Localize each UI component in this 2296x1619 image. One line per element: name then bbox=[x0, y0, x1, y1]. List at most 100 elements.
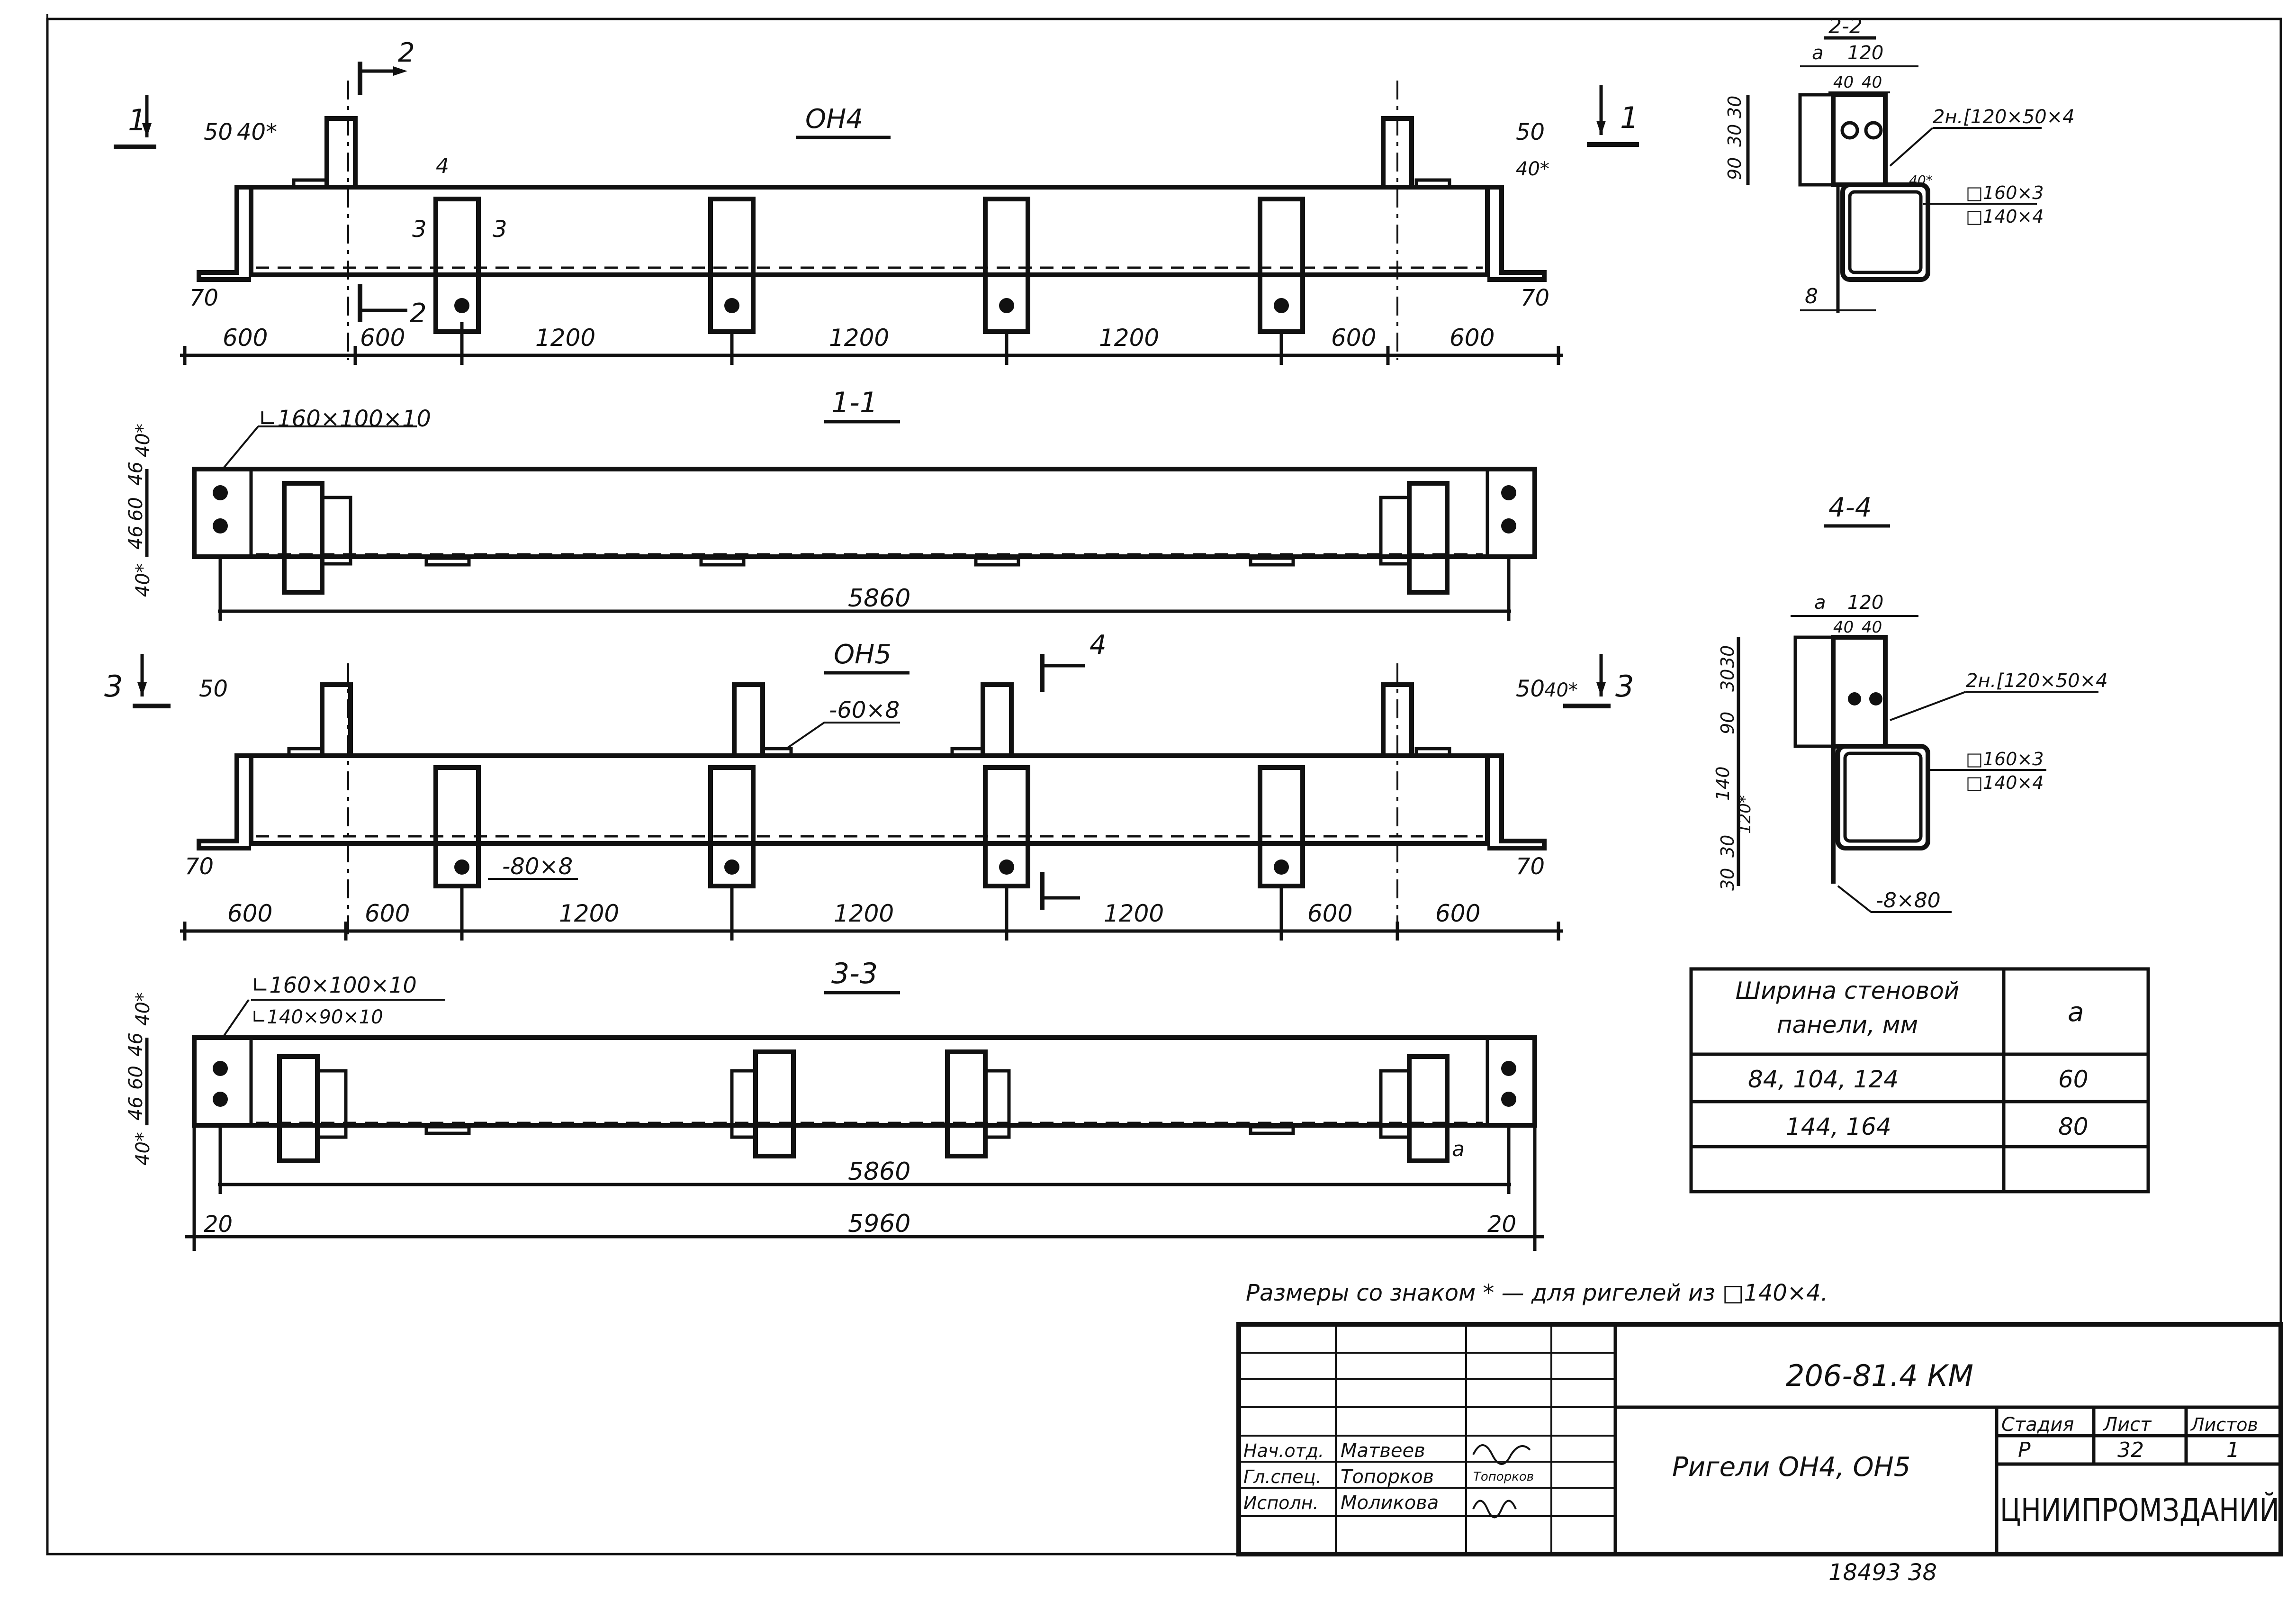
sig-role-2: Гл.спец. bbox=[1243, 1466, 1322, 1487]
on5-dim-2: 600 bbox=[365, 900, 410, 927]
on4-beam bbox=[249, 185, 1490, 277]
s22-tube1-label: □160×3 bbox=[1966, 182, 2044, 203]
s44-tube1-label: □160×3 bbox=[1966, 749, 2044, 769]
s11-vdim-5: 40* bbox=[132, 563, 154, 597]
on4-dim-1: 600 bbox=[223, 324, 268, 352]
s33-vdim-3: 60 bbox=[125, 1066, 147, 1090]
drawing-code: 206-81.4 КМ bbox=[1786, 1358, 1973, 1393]
on5-right-bracket bbox=[1487, 753, 1547, 850]
on5-dim-1: 600 bbox=[227, 900, 272, 927]
s22-star: 40* bbox=[1909, 172, 1933, 188]
s11-plate-left bbox=[282, 481, 324, 595]
on4-title: ОН4 bbox=[805, 104, 863, 135]
s44-vdim-2: 30 bbox=[1717, 669, 1738, 692]
s33-angle1-label: ∟160×100×10 bbox=[251, 972, 417, 998]
on5-dim-5: 1200 bbox=[1104, 900, 1164, 927]
sheets-label: Листов bbox=[2190, 1414, 2258, 1435]
on4-dim-3: 1200 bbox=[535, 324, 595, 352]
sig-role-3: Исполн. bbox=[1243, 1492, 1319, 1513]
s22-width: 120 bbox=[1847, 42, 1883, 64]
s33-vdim-1: 40* bbox=[132, 992, 154, 1026]
on5-dim-6: 600 bbox=[1307, 900, 1352, 927]
section-1-right-label: 1 bbox=[1620, 100, 1639, 135]
s33-vdim-2: 46 bbox=[125, 1032, 147, 1057]
view-on4: ОН4 1 1 2 2 4 3 3 bbox=[114, 37, 1639, 365]
on4-mark-3-left: 3 bbox=[412, 216, 427, 243]
s44-w-1: 40 bbox=[1833, 618, 1854, 637]
s22-tube2-label: □140×4 bbox=[1966, 206, 2044, 227]
s11-vdim-4: 46 bbox=[125, 525, 147, 550]
on4-dim-5: 1200 bbox=[1099, 324, 1159, 352]
s44-title: 4-4 bbox=[1828, 492, 1872, 523]
s33-vdim-5: 40* bbox=[132, 1132, 154, 1166]
view-on5: ОН5 3 3 4 -60×8 -80×8 50 50 40* 70 bbox=[104, 630, 1634, 941]
s44-plate-label: -8×80 bbox=[1876, 888, 1941, 913]
title-block: 206-81.4 КМ Ригели ОН4, ОН5 Стадия Лист … bbox=[1236, 1322, 2283, 1556]
s44-vdim-4: 140 bbox=[1712, 766, 1733, 801]
s33-total: 5960 bbox=[848, 1210, 910, 1238]
view-section-4-4: 4-4 a 120 40 40 2н.[120×50×4 □160×3 □140… bbox=[1712, 492, 2108, 913]
view-section-3-3: 3-3 ∟160×100×10 ∟140×90×10 a 5860 5960 2… bbox=[125, 957, 1544, 1251]
on5-beam bbox=[249, 753, 1490, 846]
s33-edge-right: 20 bbox=[1487, 1211, 1516, 1238]
s22-vdim-2: 30 bbox=[1724, 124, 1745, 147]
section-2-bottom-label: 2 bbox=[410, 298, 427, 329]
on5-plate-top-label: -60×8 bbox=[829, 697, 900, 724]
s33-a-label: a bbox=[1452, 1137, 1465, 1161]
table-row1-a: 60 bbox=[2058, 1066, 2089, 1093]
s44-tube2-label: □140×4 bbox=[1966, 772, 2044, 793]
on4-left-bracket bbox=[197, 185, 251, 282]
dimension-note: Размеры со знаком * — для ригелей из □14… bbox=[1246, 1280, 1828, 1306]
s22-tube bbox=[1840, 182, 1930, 282]
s22-a: a bbox=[1812, 42, 1824, 64]
s44-channel-label: 2н.[120×50×4 bbox=[1966, 670, 2108, 692]
stage-value: Р bbox=[2018, 1438, 2031, 1462]
section-4-top-label: 4 bbox=[1089, 630, 1107, 660]
table-header-panel-width: Ширина стеновой панели, мм bbox=[1735, 977, 1960, 1039]
s11-angle-label: ∟160×100×10 bbox=[258, 406, 431, 432]
on4-dim-70-left: 70 bbox=[189, 285, 218, 311]
sheet-frame bbox=[46, 18, 2282, 1556]
s22-bottom-dim: 8 bbox=[1805, 284, 1818, 308]
section-3-left-label: 3 bbox=[104, 669, 123, 704]
signature-scribble-1 bbox=[1472, 1444, 1531, 1465]
s11-plate-right bbox=[1407, 481, 1450, 595]
view-section-2-2: 2-2 a 120 40 40 2н.[120×50×4 □160×3 □140… bbox=[1724, 14, 2075, 313]
s33-length: 5860 bbox=[848, 1158, 910, 1186]
table-row2-a: 80 bbox=[2058, 1113, 2089, 1140]
sig-role-1: Нач.отд. bbox=[1243, 1440, 1324, 1461]
s44-vdim-6: 30 bbox=[1717, 835, 1738, 858]
s11-vdim-3: 60 bbox=[125, 497, 147, 521]
s11-vdim-2: 46 bbox=[125, 461, 147, 486]
s44-vdim-7: 30 bbox=[1717, 868, 1738, 891]
view-section-1-1: 1-1 ∟160×100×10 5860 40* 46 60 46 40* bbox=[125, 386, 1537, 621]
on5-dim-70-right: 70 bbox=[1516, 853, 1545, 880]
sig-name-3: Моликова bbox=[1341, 1492, 1439, 1514]
sheets-value: 1 bbox=[2226, 1438, 2240, 1462]
on5-dim-50-right: 50 bbox=[1516, 676, 1545, 702]
on4-dim-40-left: 40* bbox=[237, 119, 277, 145]
on4-dim-40-right: 40* bbox=[1516, 158, 1549, 180]
s11-title: 1-1 bbox=[831, 386, 878, 419]
s33-beam bbox=[192, 1035, 1537, 1128]
on4-mark-4: 4 bbox=[436, 154, 449, 178]
on5-title: ОН5 bbox=[834, 639, 891, 670]
sig-sign-2: Топорков bbox=[1473, 1470, 1534, 1484]
panel-width-table: Ширина стеновой панели, мм a 84, 104, 12… bbox=[1689, 967, 2150, 1194]
on4-plates bbox=[433, 197, 1305, 334]
s44-w-2: 40 bbox=[1862, 618, 1882, 637]
s44-vdim-3: 90 bbox=[1717, 712, 1738, 734]
sig-name-1: Матвеев bbox=[1341, 1440, 1425, 1462]
on4-dim-50-left: 50 bbox=[204, 119, 233, 145]
s33-angle2-label: ∟140×90×10 bbox=[251, 1006, 383, 1028]
s22-w-1: 40 bbox=[1833, 73, 1854, 92]
on5-dim-3: 1200 bbox=[559, 900, 619, 927]
on4-stub-left bbox=[324, 116, 358, 190]
s44-vdim-1: 30 bbox=[1717, 645, 1738, 668]
sheet-label: Лист bbox=[2102, 1414, 2152, 1436]
on4-right-bracket bbox=[1487, 185, 1547, 282]
on4-dim-6: 600 bbox=[1331, 324, 1376, 352]
s22-channel-label: 2н.[120×50×4 bbox=[1933, 106, 2075, 128]
s22-vdim-3: 90 bbox=[1724, 157, 1745, 180]
